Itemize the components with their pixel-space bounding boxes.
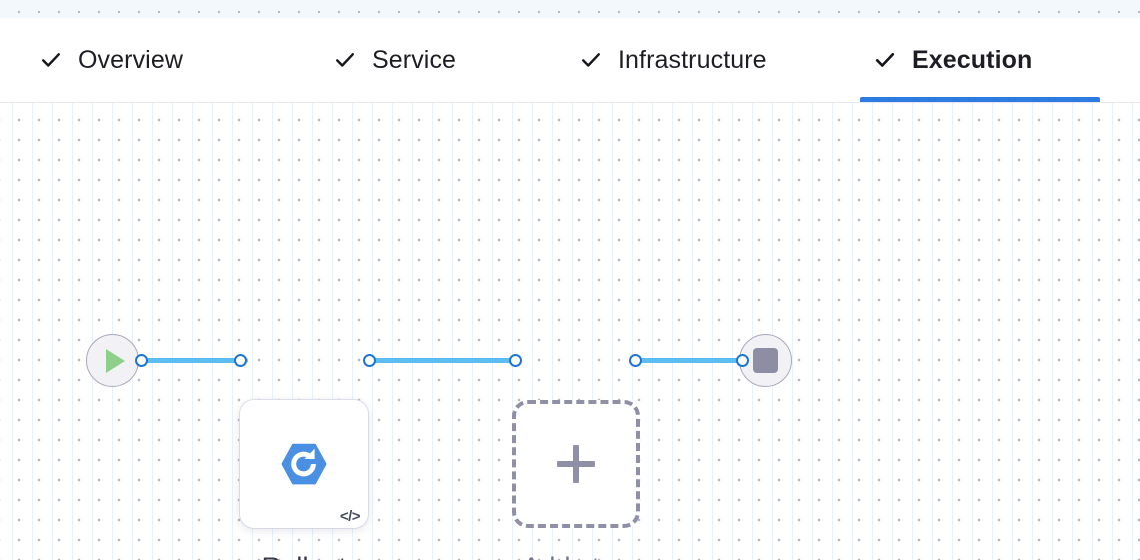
active-tab-underline <box>860 97 1100 102</box>
top-dotted-strip <box>0 0 1140 18</box>
port-start-output[interactable] <box>135 354 148 367</box>
add-step-label: Add step <box>496 546 656 560</box>
tab-infrastructure[interactable]: Infrastructure <box>566 18 781 102</box>
step-node-rollout-deployment[interactable]: </> <box>240 400 368 528</box>
tab-label: Overview <box>78 45 183 74</box>
stop-icon <box>753 348 778 373</box>
check-icon <box>40 49 62 71</box>
check-icon <box>874 49 896 71</box>
play-icon <box>106 348 125 373</box>
tab-label: Execution <box>912 45 1033 74</box>
edge-start-to-rollout[interactable] <box>136 358 248 363</box>
check-icon <box>334 49 356 71</box>
add-step-placeholder[interactable] <box>512 400 640 528</box>
edge-rollout-to-addstep[interactable] <box>364 358 522 363</box>
edge-addstep-to-stop[interactable] <box>630 358 742 363</box>
rollout-deployment-icon <box>279 439 329 489</box>
port-addstep-output[interactable] <box>629 354 642 367</box>
tab-execution[interactable]: Execution <box>860 18 1100 102</box>
check-icon <box>580 49 602 71</box>
port-stop-input[interactable] <box>736 354 749 367</box>
port-addstep-input[interactable] <box>509 354 522 367</box>
port-rollout-output[interactable] <box>363 354 376 367</box>
execution-graph-canvas[interactable]: </> Rollout Deployment Add step <box>0 103 1140 560</box>
plus-icon <box>557 445 595 483</box>
pipeline-stage-tabbar: Overview Service Infrastructure <box>0 18 1140 103</box>
code-badge-icon: </> <box>339 508 361 525</box>
tab-label: Infrastructure <box>618 45 767 74</box>
port-rollout-input[interactable] <box>234 354 247 367</box>
tab-service[interactable]: Service <box>320 18 470 102</box>
tab-overview[interactable]: Overview <box>26 18 197 102</box>
step-node-label-rollout-deployment: Rollout Deployment <box>184 546 424 560</box>
tab-label: Service <box>372 45 457 74</box>
pipeline-start-node[interactable] <box>86 334 139 387</box>
